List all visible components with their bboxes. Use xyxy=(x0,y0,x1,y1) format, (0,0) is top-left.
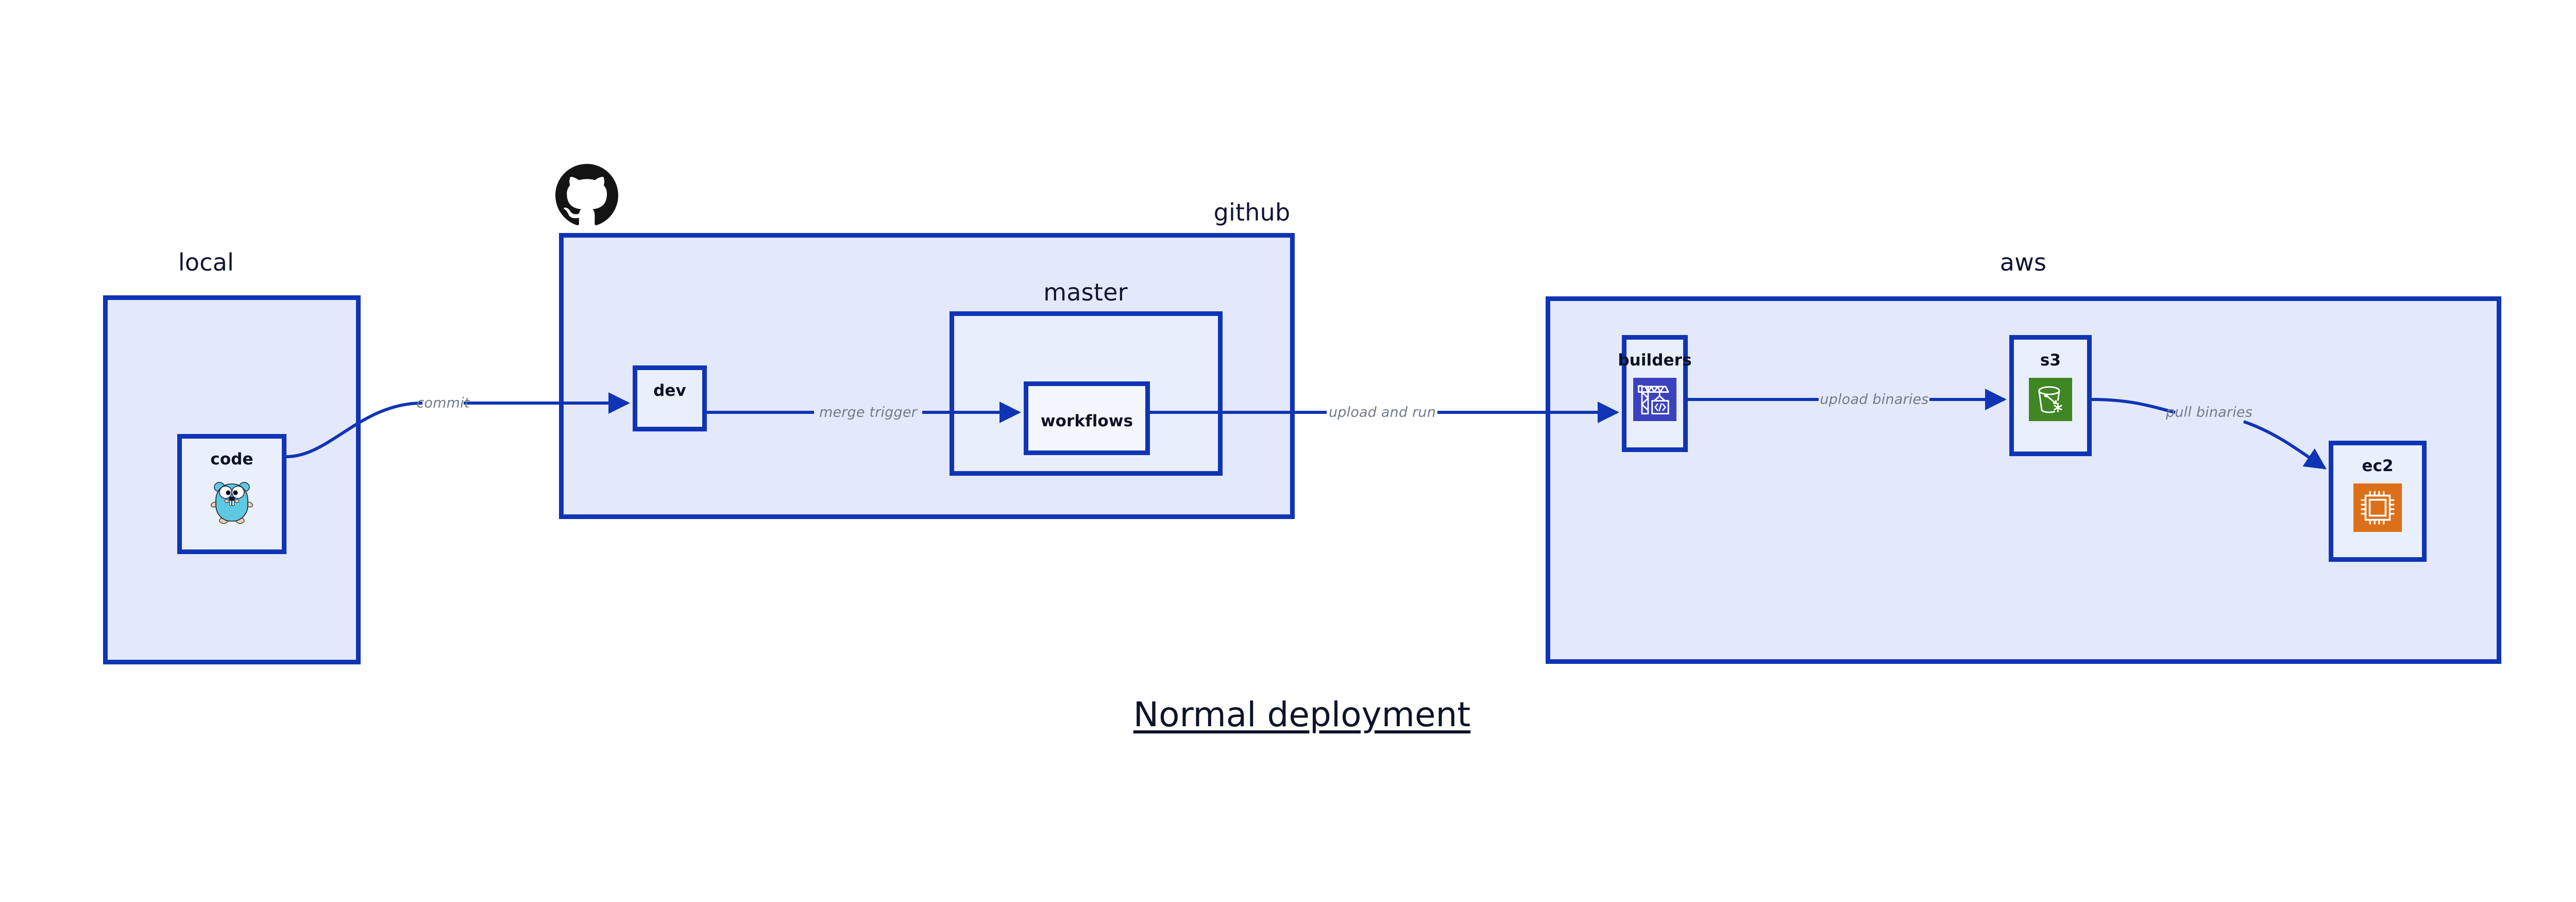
aws-ec2-chip-icon xyxy=(2353,483,2402,532)
node-label-code: code xyxy=(210,450,253,469)
go-gopher-icon xyxy=(210,477,254,524)
edge-label-upload-and-run: upload and run xyxy=(1328,404,1436,421)
node-dev[interactable]: dev xyxy=(633,365,707,431)
group-label-aws: aws xyxy=(1999,248,2047,276)
node-label-builders: builders xyxy=(1618,351,1692,370)
edge-label-commit: commit xyxy=(416,395,470,411)
edge-label-pull-binaries: pull binaries xyxy=(2165,404,2253,421)
edge-label-upload-binaries: upload binaries xyxy=(1820,391,1929,408)
aws-s3-bucket-icon xyxy=(2029,378,2072,421)
group-label-github: github xyxy=(1213,198,1291,226)
group-label-local: local xyxy=(178,248,234,276)
node-workflows[interactable]: workflows xyxy=(1024,381,1150,455)
edge-code-to-dev[interactable] xyxy=(286,392,630,458)
node-builders[interactable]: builders xyxy=(1618,335,1692,452)
edge-label-merge-trigger: merge trigger xyxy=(819,404,918,421)
node-label-s3: s3 xyxy=(2040,351,2061,370)
node-label-workflows: workflows xyxy=(1040,412,1133,430)
node-s3[interactable]: s3 xyxy=(2009,335,2092,456)
diagram-caption: Normal deployment xyxy=(1133,695,1471,734)
edge-s3-to-ec2[interactable] xyxy=(2091,398,2327,470)
node-code[interactable]: code xyxy=(177,434,286,554)
aws-codebuild-icon xyxy=(1633,378,1676,421)
node-label-ec2: ec2 xyxy=(2362,457,2394,475)
github-octocat-logo xyxy=(555,164,618,227)
node-ec2[interactable]: ec2 xyxy=(2329,441,2427,562)
node-label-dev: dev xyxy=(653,381,686,400)
group-label-master: master xyxy=(1043,278,1128,306)
